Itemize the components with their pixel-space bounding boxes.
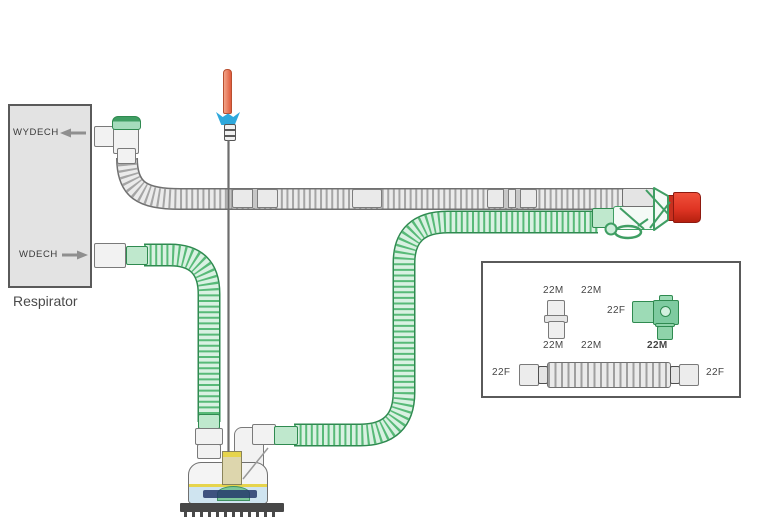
inhalation-port-connector <box>94 243 126 268</box>
exhalation-elbow-collar <box>117 148 136 164</box>
y-piece-gray-connector <box>622 188 654 207</box>
flex-hose-corrugation <box>547 362 671 388</box>
chamber-outlet-sleeve <box>274 426 298 445</box>
flex-hose-label-right: 22F <box>706 367 725 378</box>
chamber-inlet-collar <box>197 444 221 459</box>
flex-hose-label-left: 22F <box>492 367 511 378</box>
catheter-mount-body <box>613 206 657 230</box>
straight-connector-label-bottom-right: 22M <box>581 340 602 351</box>
chamber-inlet-sleeve <box>198 414 220 429</box>
chamber-inlet-connector <box>195 428 223 445</box>
flex-hose-cuff-right <box>679 364 699 386</box>
hose-connector-segment <box>232 189 278 208</box>
heater-plate <box>180 503 284 512</box>
red-occlusion-cap <box>673 192 701 223</box>
straight-connector-label-top-left: 22M <box>543 285 564 296</box>
hose-connector-segment <box>352 189 382 208</box>
heater-plate-fins <box>184 512 280 517</box>
straight-connector-label-top-right: 22M <box>581 285 602 296</box>
elbow-connector-label-bottom: 22M <box>647 340 668 351</box>
port-label-wydech: WYDECH <box>13 127 59 138</box>
chamber-outlet-elbow-arm <box>252 424 276 445</box>
expiratory-hose <box>116 157 640 210</box>
straight-connector-label-bottom-left: 22M <box>543 340 564 351</box>
inspiratory-hose-sleeve <box>126 246 148 265</box>
inspiratory-hose <box>144 243 221 422</box>
respirator-title: Respirator <box>13 293 78 309</box>
probe-connector <box>224 124 236 141</box>
chamber-logo <box>203 490 257 498</box>
elbow-connector-swivel <box>660 306 671 317</box>
flex-hose-cuff-left <box>519 364 539 386</box>
hose-connector-segment <box>487 189 537 208</box>
elbow-connector-outlet <box>657 326 673 340</box>
temperature-probe <box>223 69 232 114</box>
chamber-probe-port <box>222 451 242 485</box>
straight-connector-bottom <box>548 321 565 339</box>
inset-panel: 22M 22M 22M 22M 22F 22M 22F 22F <box>481 261 741 398</box>
green-cap <box>112 116 141 130</box>
port-label-wdech: WDECH <box>19 249 58 260</box>
elbow-connector-label-left: 22F <box>607 305 626 316</box>
